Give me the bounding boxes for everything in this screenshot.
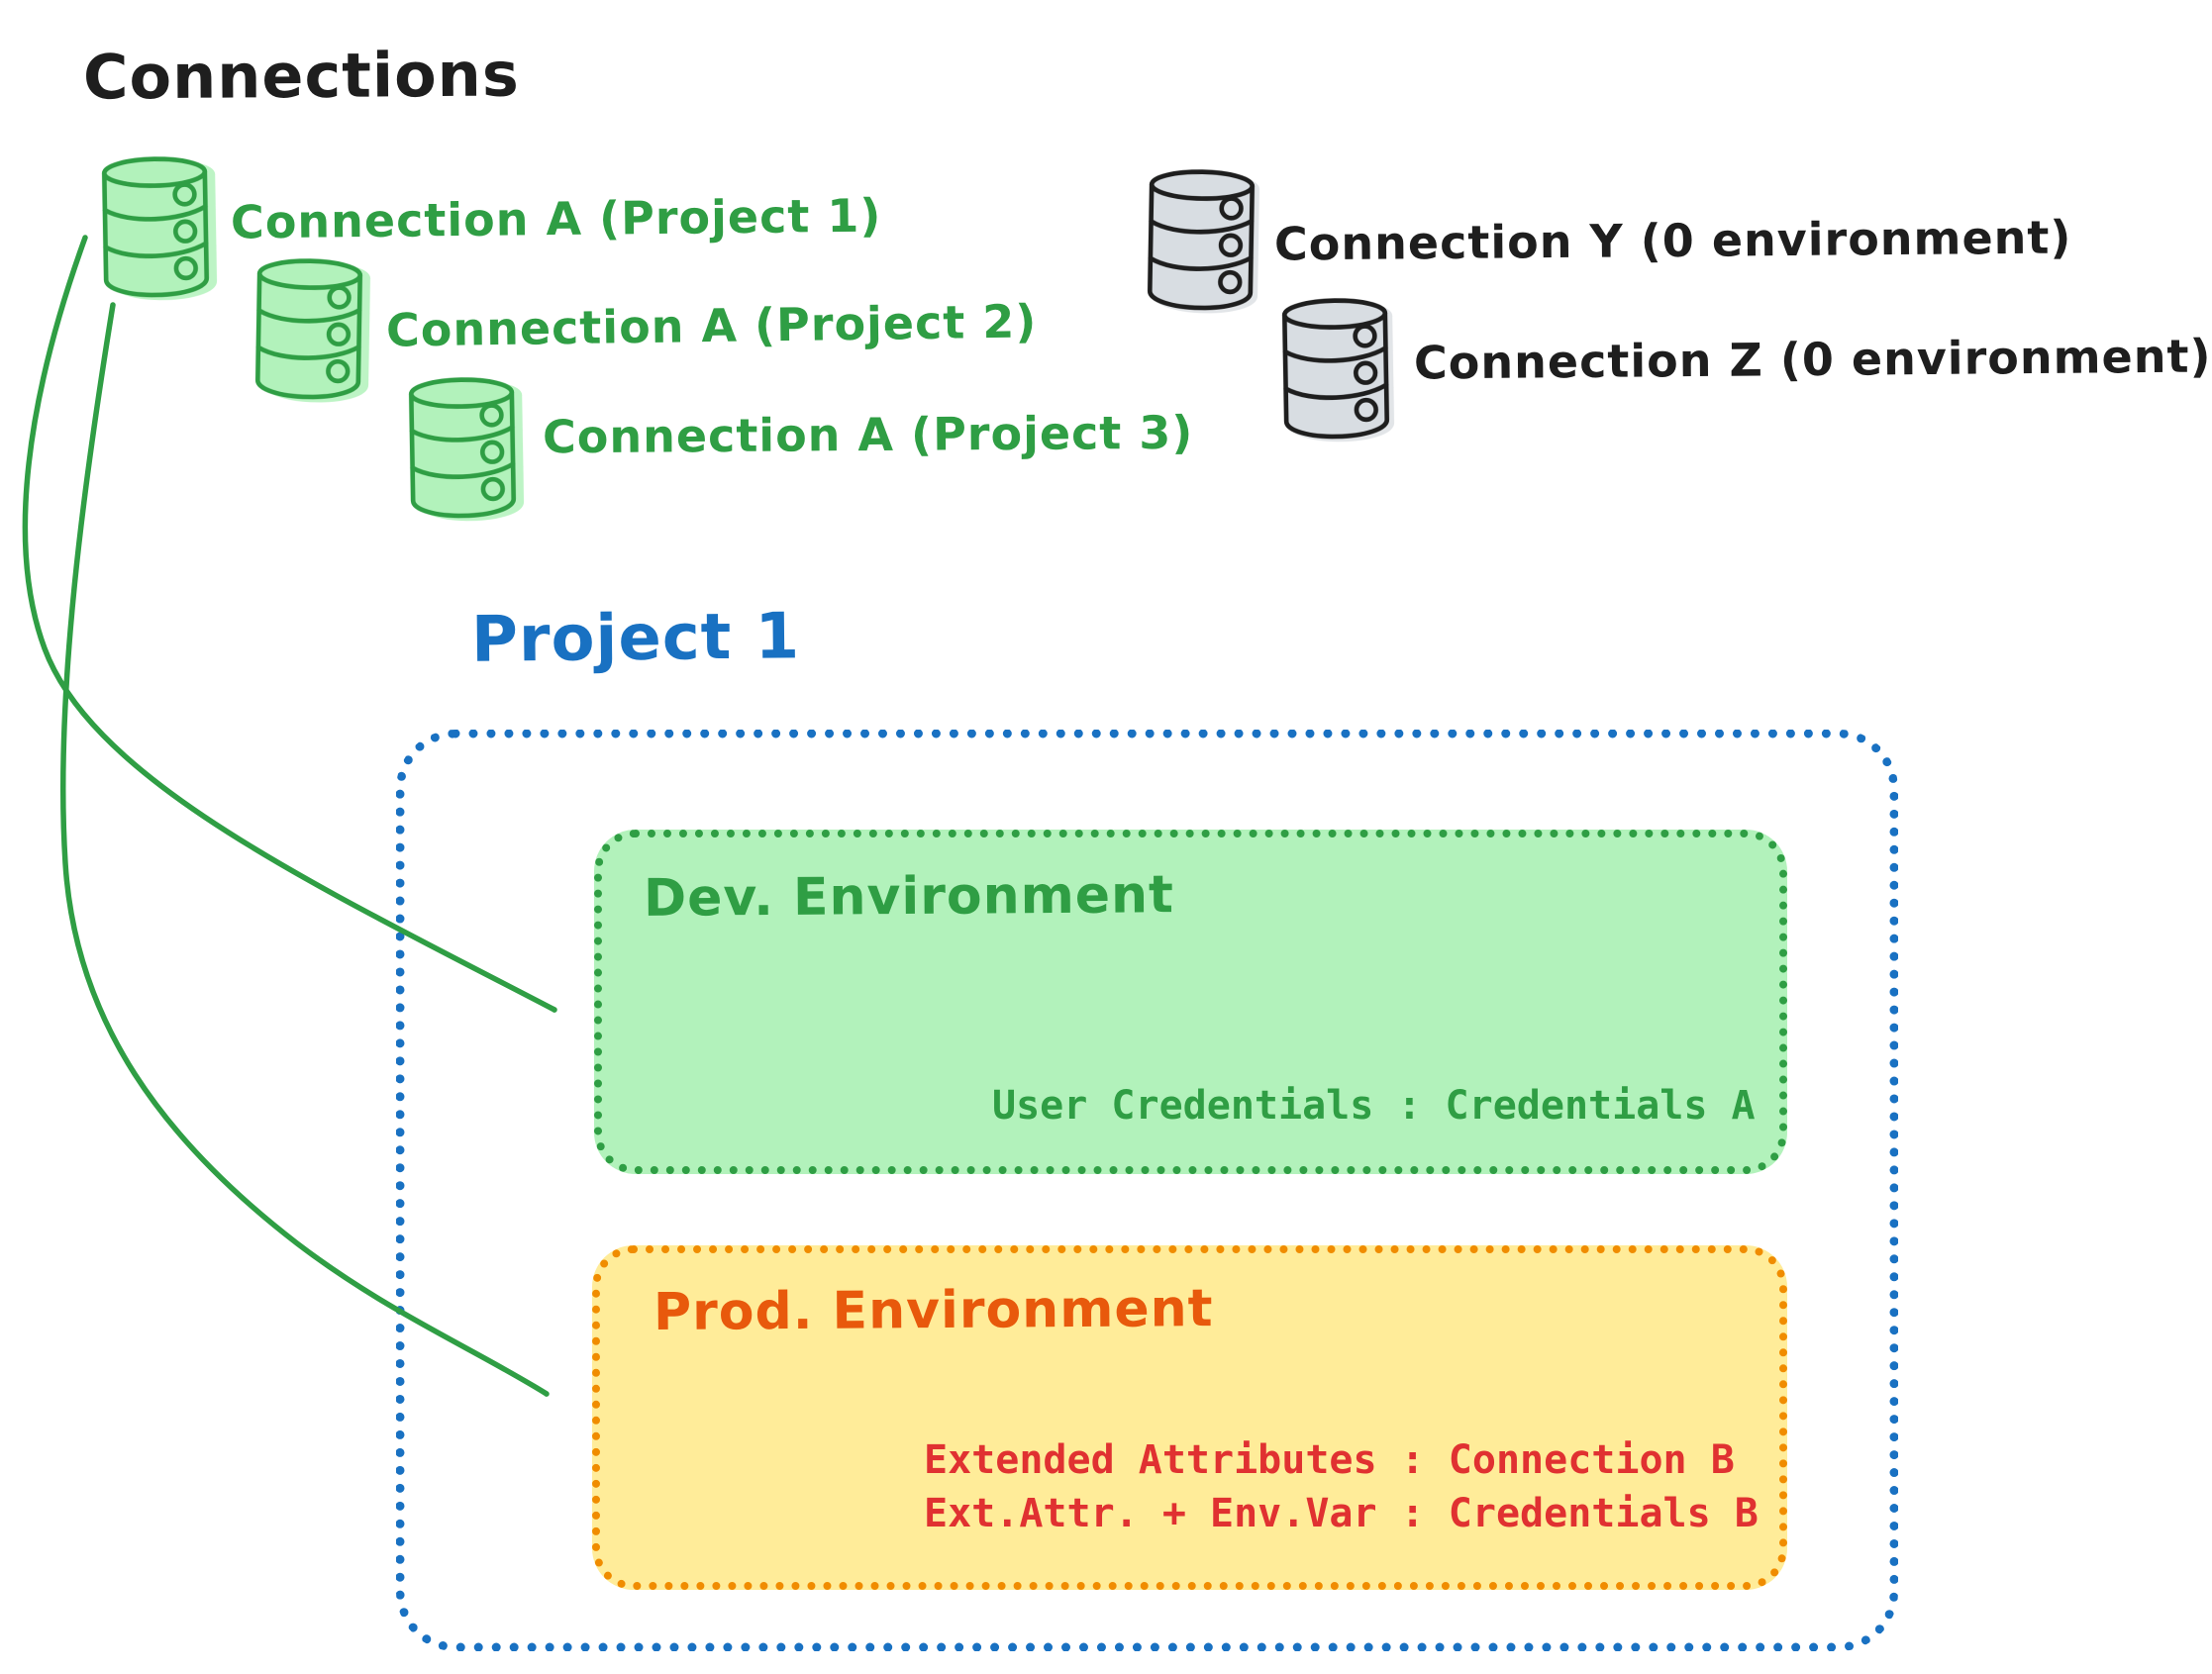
dev-environment-title: Dev. Environment: [643, 865, 1175, 929]
prod-attributes-mapping: Extended Attributes : Connection B Ext.A…: [924, 1433, 1759, 1540]
database-icon-connection-a-project-2: [251, 254, 367, 401]
prod-environment-box: [592, 1245, 1787, 1590]
database-icon-connection-a-project-1: [98, 152, 214, 299]
dev-credentials-mapping: User Credentials : Credentials A: [992, 1083, 1756, 1129]
label-connection-a-project-3: Connection A (Project 3): [542, 405, 1194, 464]
label-connection-z: Connection Z (0 environment): [1413, 329, 2212, 390]
project-1-title: Project 1: [470, 600, 801, 677]
database-icon-connection-z: [1278, 294, 1394, 441]
dev-environment-box: [594, 830, 1787, 1174]
label-connection-a-project-1: Connection A (Project 1): [230, 188, 882, 249]
label-connection-a-project-2: Connection A (Project 2): [385, 294, 1038, 357]
database-icon-connection-y: [1144, 165, 1259, 312]
prod-mapping-line-1: Extended Attributes : Connection B: [924, 1437, 1735, 1483]
prod-mapping-line-2: Ext.Attr. + Env.Var : Credentials B: [924, 1491, 1759, 1536]
connections-title: Connections: [82, 38, 520, 114]
prod-environment-title: Prod. Environment: [653, 1279, 1214, 1342]
label-connection-y: Connection Y (0 environment): [1273, 210, 2072, 271]
database-icon-connection-a-project-3: [405, 373, 521, 520]
